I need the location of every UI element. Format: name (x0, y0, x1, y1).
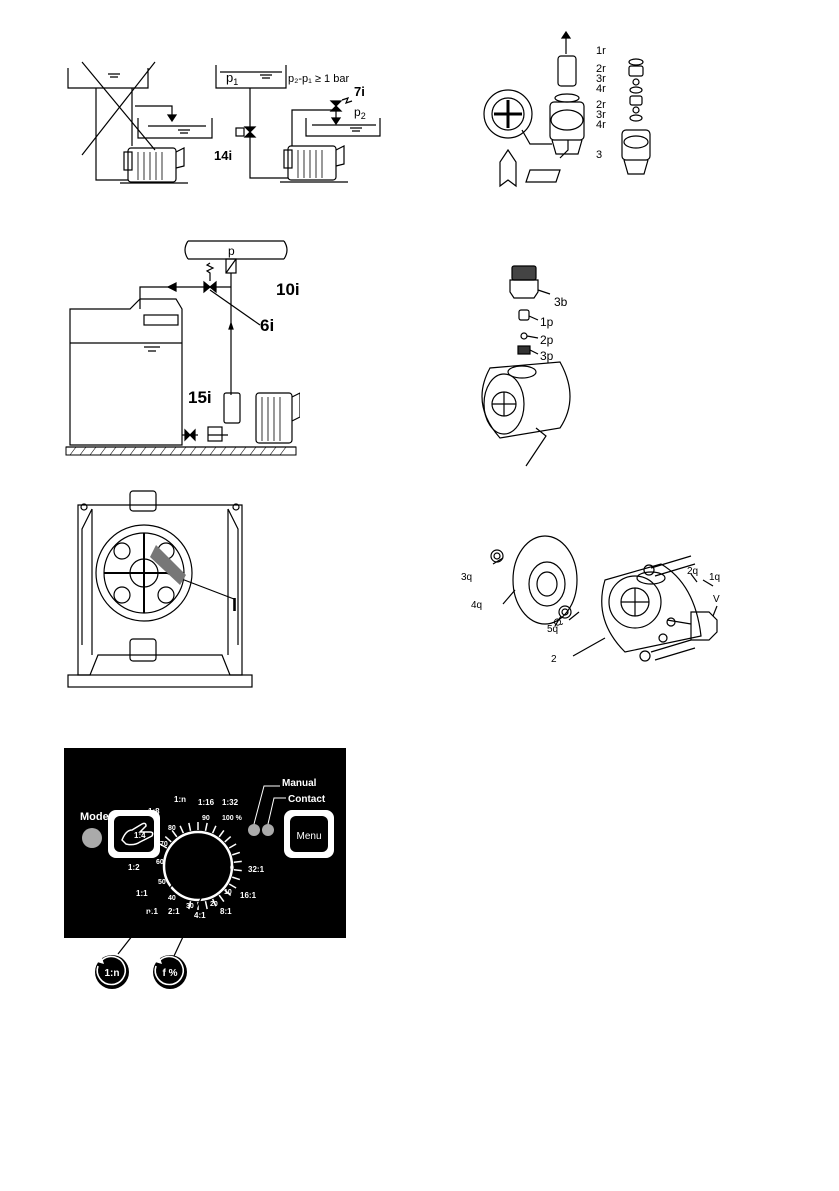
knob-1n-symbol: 1:n (95, 955, 129, 989)
tool-right (526, 170, 560, 182)
valve-V (691, 612, 717, 640)
ratio-label-16-1: 16:1 (240, 891, 257, 900)
figure-injection-installation: p 10i 6i 15i (60, 235, 300, 460)
label-2q: 2q (687, 566, 698, 577)
tank (70, 299, 182, 445)
contact-label: Contact (288, 794, 326, 805)
figure-pump-front: I (60, 485, 260, 695)
valve-top (130, 491, 156, 511)
lower-tank-left (138, 118, 212, 138)
manual-label: Manual (282, 778, 317, 789)
percent-label-20: 20 (210, 901, 218, 908)
ratio-label-1-8: 1:8 (148, 807, 160, 816)
nozzle-seat-3p (518, 346, 530, 354)
percent-label-30: 30 (186, 903, 194, 910)
foot-filter (208, 427, 222, 441)
svg-text:1:n: 1:n (105, 968, 120, 979)
label-pressure-inequality: p₂-p₁ ≥ 1 bar (288, 73, 349, 85)
label-1q: 1q (709, 572, 720, 583)
percent-label-0: 0 (230, 865, 234, 872)
nozzle-ball-2p (521, 333, 527, 339)
label-6i: 6i (260, 316, 274, 335)
contact-indicator-light (262, 824, 274, 836)
ratio-label-1-16: 1:16 (198, 798, 215, 807)
control-panel: Mode Menu Manual Contact 1:n 1:16 1:32 1… (64, 748, 346, 990)
svg-text:f %: f % (163, 968, 178, 979)
ratio-label-1-2: 1:2 (128, 863, 140, 872)
ratio-label-n-1: n:1 (146, 907, 159, 916)
label-14i: 14i (214, 148, 232, 163)
valve-bottom (130, 639, 156, 661)
label-4r-b: 4r (596, 119, 606, 131)
percent-label-40: 40 (168, 895, 176, 902)
pump-right (288, 146, 336, 180)
ratio-label-1-32: 1:32 (222, 798, 239, 807)
label-2p: 2p (540, 333, 554, 347)
label-10i: 10i (276, 280, 300, 299)
percent-label-90: 90 (202, 815, 210, 822)
label-3: 3 (596, 149, 602, 161)
nozzle-part-1p (519, 310, 529, 320)
menu-button[interactable]: Menu (284, 810, 334, 858)
pump-base (68, 675, 252, 687)
washer-2q (644, 565, 654, 575)
label-7i: 7i (354, 84, 365, 99)
label-1r: 1r (596, 45, 606, 57)
pump-head-2 (602, 564, 701, 652)
percent-label-70: 70 (160, 841, 168, 848)
percent-label-60: 60 (156, 859, 164, 866)
valve-cartridge (558, 56, 576, 86)
ratio-label-4-1: 4:1 (194, 911, 206, 920)
label-I: I (232, 595, 237, 615)
figure-nozzle-exploded: 3b 1p 2p 3p (470, 258, 630, 468)
label-p2: p2 (354, 105, 366, 121)
manual-indicator-light (248, 824, 260, 836)
ratio-label-2-1: 2:1 (168, 907, 180, 916)
menu-label: Menu (296, 831, 321, 842)
ratio-label-1-4: 1:4 (134, 831, 146, 840)
pump-left (128, 148, 176, 182)
label-2: 2 (551, 654, 557, 665)
percent-label-50: 50 (158, 879, 166, 886)
pump-head (482, 362, 570, 438)
dial-tick (234, 861, 242, 862)
label-3q: 3q (461, 572, 472, 583)
tool-left (500, 150, 516, 186)
figure-installation-pressure: p1 p₂-p₁ ≥ 1 bar 7i p2 14i (60, 60, 400, 200)
nozzle-fitting-3b (512, 266, 536, 280)
oring-3q (491, 550, 503, 562)
percent-label-100: 100 % (222, 815, 243, 822)
label-V: V (713, 594, 720, 605)
label-15i: 15i (188, 388, 212, 407)
percent-label-80: 80 (168, 825, 176, 832)
dial-tick (234, 870, 242, 871)
label-3b: 3b (554, 295, 568, 309)
ratio-label-8-1: 8:1 (220, 907, 232, 916)
percent-label-10: 10 (224, 889, 232, 896)
figure-pump-head-exploded: 3q 4q 5q Q 2 2q 1q V (455, 520, 745, 720)
label-p: p (228, 244, 235, 258)
ratio-label-1-1: 1:1 (136, 889, 148, 898)
control-dial[interactable] (164, 832, 232, 900)
upper-tank-left (68, 68, 148, 88)
label-4q: 4q (471, 600, 482, 611)
figure-valve-exploded: 1r 2r 3r 4r 2r 3r 4r 3 (478, 30, 678, 195)
label-3p: 3p (540, 349, 554, 363)
label-4r: 4r (596, 83, 606, 95)
lower-tank-right (306, 118, 380, 136)
main-pipe (188, 241, 284, 259)
label-1p: 1p (540, 315, 554, 329)
mode-indicator-light (82, 828, 102, 848)
ratio-label-32-1: 32:1 (248, 865, 265, 874)
mode-label: Mode (80, 811, 109, 823)
valve-body (550, 102, 584, 140)
knob-f-percent-symbol: f % (153, 955, 187, 989)
ratio-label-1-n: 1:n (174, 795, 186, 804)
valve-7i (331, 101, 341, 111)
valve-14i (245, 127, 255, 137)
